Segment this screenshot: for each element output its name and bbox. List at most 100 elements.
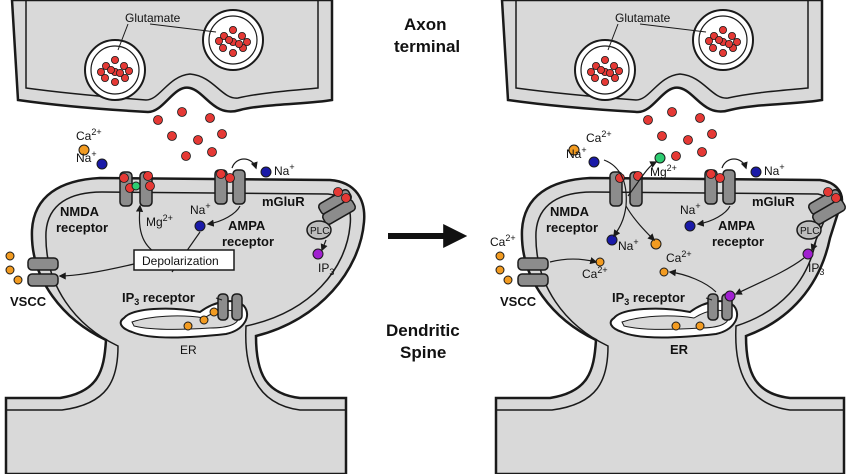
ca-label: Ca2+: [586, 129, 612, 145]
glutamate-in-vesicles: [587, 25, 741, 87]
calcium-ion: [495, 265, 505, 275]
glutamate-molecule: [101, 74, 110, 83]
glutamate-molecule: [667, 107, 677, 117]
glutamate-molecule: [119, 173, 129, 183]
sodium-ion: [684, 220, 696, 232]
glutamate-molecule: [683, 135, 693, 145]
glutamate-label: Glutamate: [615, 11, 671, 25]
glutamate-molecule: [727, 32, 736, 41]
ampa-receptor-left: [214, 169, 246, 205]
er-label: ER: [670, 342, 689, 357]
mg-label: Mg2+: [146, 213, 173, 229]
glutamate-molecule: [606, 69, 615, 78]
glutamate-molecule: [218, 44, 227, 53]
glutamate-molecule: [217, 129, 227, 139]
glutamate-molecule: [97, 68, 106, 77]
glutamate-molecule: [145, 181, 155, 191]
ip3-label: IP3: [318, 261, 334, 277]
vscc-left: [27, 257, 59, 287]
calcium-ion: [5, 265, 15, 275]
glutamate-molecule: [111, 56, 120, 65]
sodium-ion: [588, 156, 600, 168]
ip3-receptor-channel-left: [217, 293, 243, 321]
right-panel: Glutamate PLC: [490, 0, 847, 474]
glutamate-molecule: [615, 67, 624, 76]
glutamate-molecule: [341, 193, 351, 203]
glutamate-molecule: [732, 38, 741, 47]
na-label: Na+: [76, 149, 97, 165]
na-label: Na+: [274, 162, 295, 178]
mglur-label: mGluR: [262, 194, 305, 209]
ip3-receptor-channel-right: [707, 293, 733, 321]
glutamate-molecule: [633, 171, 643, 181]
glutamate-molecule: [228, 25, 237, 34]
glutamate-molecule: [237, 32, 246, 41]
svg-text:Depolarization: Depolarization: [142, 254, 219, 268]
axon-terminal-title-line2: terminal: [394, 37, 460, 56]
glutamate-molecule: [657, 131, 667, 141]
na-label: Na+: [764, 162, 785, 178]
calcium-ion: [13, 275, 23, 285]
glutamate-molecule: [697, 147, 707, 157]
ampa-receptor-right: [704, 169, 736, 205]
calcium-ion: [78, 144, 90, 156]
glutamate-molecule: [671, 151, 681, 161]
glutamate-molecule: [643, 115, 653, 125]
vscc-right: [517, 257, 549, 287]
glutamate-molecule: [611, 74, 620, 83]
er-label: ER: [180, 343, 197, 357]
vscc-label: VSCC: [10, 294, 47, 309]
nmda-label: NMDA: [60, 204, 100, 219]
glutamate-molecule: [125, 67, 134, 76]
glutamate-in-cleft: [119, 107, 351, 203]
glutamate-molecule: [724, 40, 733, 49]
calcium-ion: [199, 315, 209, 325]
na-label: Na+: [618, 237, 639, 253]
glutamate-molecule: [143, 171, 153, 181]
glutamate-molecule: [116, 69, 125, 78]
glutamate-molecule: [224, 36, 233, 45]
glutamate-molecule: [823, 187, 833, 197]
glutamate-label: Glutamate: [125, 11, 181, 25]
plc-left: PLC: [306, 220, 332, 240]
sodium-ion: [606, 234, 618, 246]
nmda-label-line2: receptor: [56, 220, 108, 235]
calcium-ion: [495, 251, 505, 261]
calcium-ion: [671, 321, 681, 331]
calcium-ion: [659, 267, 669, 277]
glutamate-molecule: [708, 44, 717, 53]
svg-text:PLC: PLC: [310, 226, 329, 237]
calcium-ion: [650, 238, 662, 250]
glutamate-molecule: [193, 135, 203, 145]
axon-terminal-title: Axon: [404, 15, 447, 34]
sodium-ion: [96, 158, 108, 170]
ampa-label: AMPA: [228, 218, 266, 233]
na-label: Na+: [190, 201, 211, 217]
sodium-ion: [194, 220, 206, 232]
glutamate-molecule: [216, 169, 226, 179]
ip3-label: IP3: [808, 261, 824, 277]
glutamate-molecule: [601, 78, 610, 87]
glutamate-molecule: [225, 173, 235, 183]
left-panel: Glutamate PLC: [4, 0, 366, 474]
ampa-label-line2: receptor: [712, 234, 764, 249]
na-label: Na+: [680, 201, 701, 217]
depolarization-box: Depolarization: [133, 249, 235, 271]
glutamate-molecule: [153, 115, 163, 125]
mg-label: Mg2+: [650, 163, 677, 179]
ip3-molecule: [724, 290, 736, 302]
glutamate-molecule: [610, 62, 619, 71]
vscc-label: VSCC: [500, 294, 537, 309]
glutamate-molecule: [205, 113, 215, 123]
glutamate-molecule: [695, 113, 705, 123]
sodium-ion: [260, 166, 272, 178]
glutamate-molecule: [333, 187, 343, 197]
glutamate-molecule: [831, 193, 841, 203]
glutamate-molecule: [121, 74, 130, 83]
ip3-receptor-label: IP3 receptor: [612, 290, 685, 307]
calcium-ion: [5, 251, 15, 261]
glutamate-molecule: [601, 56, 610, 65]
ip3-molecule: [802, 248, 814, 260]
glutamate-molecule: [177, 107, 187, 117]
dendritic-spine-title-line2: Spine: [400, 343, 446, 362]
